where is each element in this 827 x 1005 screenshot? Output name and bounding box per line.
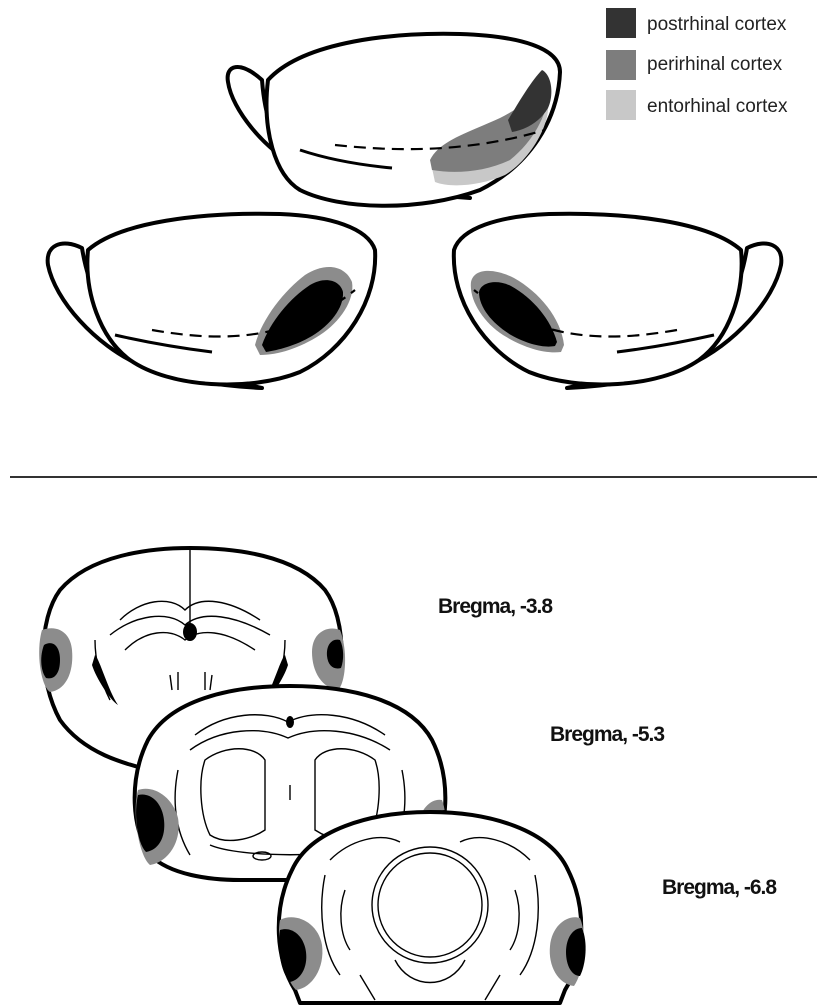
bregma-label-2: Bregma, -5.3 (550, 723, 664, 746)
legend-swatch-postrhinal (606, 8, 636, 38)
legend-swatch-perirhinal (606, 50, 636, 80)
bregma-label-3: Bregma, -6.8 (662, 876, 777, 899)
lesion-core-s1-left (41, 643, 60, 678)
coronal-section-3 (279, 812, 586, 1003)
legend-label-perirhinal: perirhinal cortex (647, 54, 783, 75)
lateral-view-left (48, 214, 376, 388)
lateral-view-right (454, 214, 782, 388)
lateral-view-regions (228, 34, 560, 206)
legend-label-entorhinal: entorhinal cortex (647, 96, 788, 117)
legend-swatch-entorhinal (606, 90, 636, 120)
bregma-label-1: Bregma, -3.8 (438, 595, 553, 618)
legend: postrhinal cortex perirhinal cortex ento… (606, 8, 788, 120)
legend-label-postrhinal: postrhinal cortex (647, 14, 787, 35)
